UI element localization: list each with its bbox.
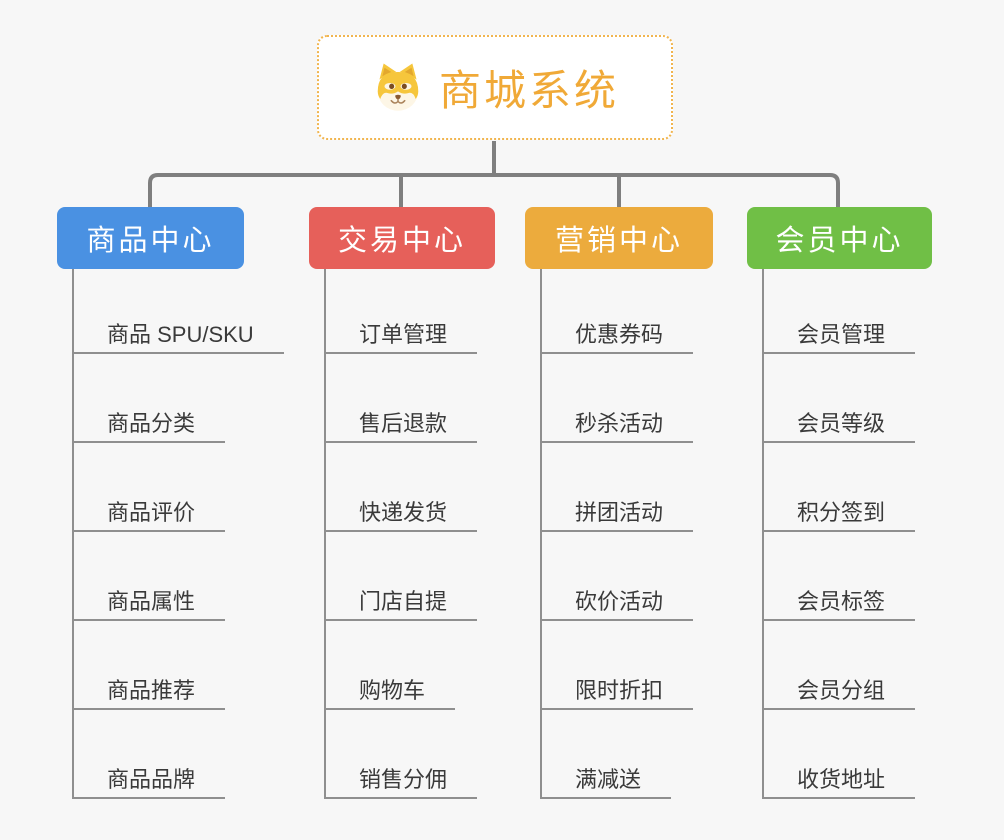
leaf-item[interactable]: 积分签到 xyxy=(763,492,916,532)
root-node[interactable]: 商城系统 xyxy=(317,35,673,140)
branch-node-marketing-center[interactable]: 营销中心 xyxy=(525,207,713,269)
leaf-item[interactable]: 会员分组 xyxy=(763,670,916,710)
leaf-item[interactable]: 购物车 xyxy=(325,670,456,710)
leaf-item[interactable]: 门店自提 xyxy=(325,581,478,621)
branch-trunk-line-marketing-center xyxy=(540,269,542,799)
leaf-item[interactable]: 售后退款 xyxy=(325,403,478,443)
branch-trunk-line-member-center xyxy=(762,269,764,799)
leaf-item[interactable]: 商品分类 xyxy=(73,403,226,443)
leaf-item[interactable]: 订单管理 xyxy=(325,314,478,354)
leaf-item[interactable]: 商品属性 xyxy=(73,581,226,621)
leaf-item[interactable]: 拼团活动 xyxy=(541,492,694,532)
leaf-item[interactable]: 限时折扣 xyxy=(541,670,694,710)
leaf-item[interactable]: 商品评价 xyxy=(73,492,226,532)
leaf-item[interactable]: 砍价活动 xyxy=(541,581,694,621)
shiba-dog-icon xyxy=(377,63,419,111)
leaf-item[interactable]: 会员标签 xyxy=(763,581,916,621)
leaf-item[interactable]: 商品 SPU/SKU xyxy=(73,314,284,354)
leaf-item[interactable]: 秒杀活动 xyxy=(541,403,694,443)
branch-node-product-center[interactable]: 商品中心 xyxy=(57,207,244,269)
branch-trunk-line-product-center xyxy=(72,269,74,799)
root-title: 商城系统 xyxy=(438,67,619,114)
branch-node-member-center[interactable]: 会员中心 xyxy=(747,207,932,269)
leaf-item[interactable]: 满减送 xyxy=(541,759,672,799)
leaf-item[interactable]: 优惠券码 xyxy=(541,314,694,354)
leaf-item[interactable]: 商品品牌 xyxy=(73,759,226,799)
leaf-item[interactable]: 快递发货 xyxy=(325,492,478,532)
leaf-item[interactable]: 会员管理 xyxy=(763,314,916,354)
leaf-item[interactable]: 商品推荐 xyxy=(73,670,226,710)
branch-trunk-line-trade-center xyxy=(324,269,326,799)
leaf-item[interactable]: 销售分佣 xyxy=(325,759,478,799)
branch-node-trade-center[interactable]: 交易中心 xyxy=(309,207,495,269)
leaf-item[interactable]: 会员等级 xyxy=(763,403,916,443)
leaf-item[interactable]: 收货地址 xyxy=(763,759,916,799)
